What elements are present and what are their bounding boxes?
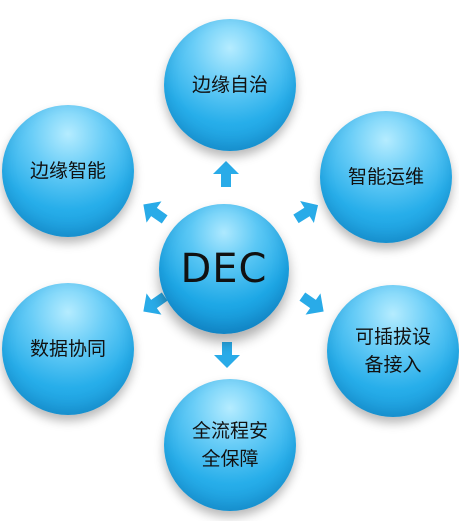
node-label: 智能运维 (347, 165, 424, 188)
node-label: 数据协同 (29, 337, 106, 360)
node-pluggable-device-access: 可插拔设 备接入 (327, 285, 459, 417)
node-intelligent-ops: 智能运维 (320, 111, 452, 243)
node-full-process-security: 全流程安 全保障 (164, 379, 296, 511)
arrow-up-left-icon (135, 193, 174, 232)
center-node-dec: DEC (159, 204, 289, 334)
center-label: DEC (180, 246, 268, 292)
node-edge-autonomy: 边缘自治 (164, 19, 296, 151)
arrow-down-left-icon (135, 285, 174, 324)
arrow-up-right-icon (288, 193, 327, 232)
node-label: 边缘智能 (29, 159, 106, 182)
arrow-up-icon (212, 160, 240, 188)
node-edge-intelligence: 边缘智能 (2, 105, 134, 237)
node-data-collaboration: 数据协同 (2, 283, 134, 415)
arrow-down-right-icon (294, 285, 333, 324)
arrow-down-icon (213, 341, 241, 369)
node-label: 全流程安 全保障 (191, 419, 268, 471)
node-label: 边缘自治 (191, 73, 268, 96)
node-label: 可插拔设 备接入 (354, 325, 431, 377)
